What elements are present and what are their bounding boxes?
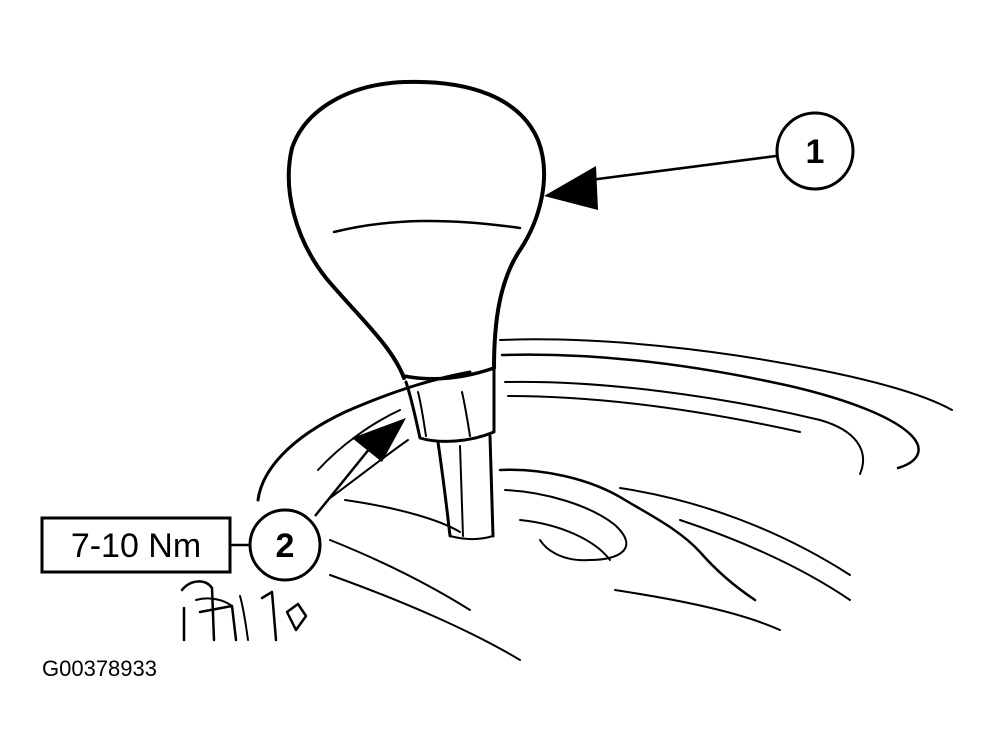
callout-2-leader [314,418,406,517]
torque-spec-box: 7-10 Nm [40,516,250,574]
console-bezel [256,338,953,502]
shifter-linkage [180,580,308,642]
shift-lever-shaft [436,434,495,540]
callout-1: 1 [775,111,855,191]
callout-2-label: 2 [276,527,295,565]
callout-1-label: 1 [806,133,825,171]
shift-boot [329,468,851,661]
knob-collar [402,366,496,443]
figure-id: G00378933 [42,656,157,681]
torque-spec-label: 7-10 Nm [71,527,201,565]
callout-1-leader [544,154,777,210]
callout-2: 2 [248,508,322,582]
shift-knob [286,79,547,380]
